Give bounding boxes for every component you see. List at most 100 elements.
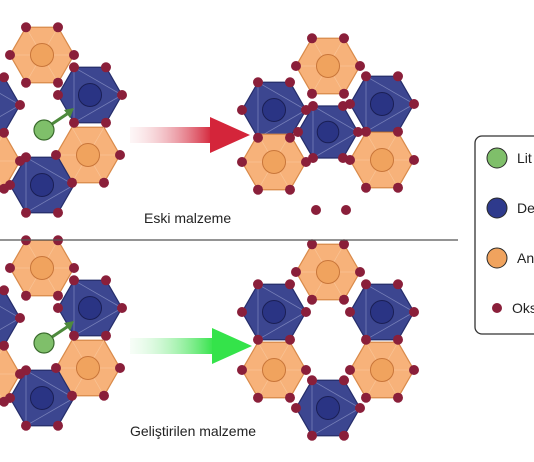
oxygen-atom [115, 363, 125, 373]
oxygen-atom [69, 62, 79, 73]
facet-line [0, 181, 5, 189]
oxygen-atom [99, 390, 109, 401]
oxygen-atom [291, 403, 301, 413]
oxygen-atom [338, 152, 348, 163]
lithium-direction-icon [64, 321, 74, 331]
facet-line [311, 407, 361, 437]
oxygen-atom [285, 184, 295, 195]
oxygen-atom [53, 290, 63, 301]
oxygen-atom [291, 267, 301, 277]
facet-line [365, 283, 415, 313]
defect-atom [369, 299, 395, 325]
oxygen-atom [409, 307, 419, 317]
oxygen-atom [291, 61, 301, 71]
oxygen-atom [307, 430, 317, 441]
oxygen-atom [355, 267, 365, 277]
old-material-before-lattice [0, 22, 127, 218]
legend-label-defect: De [517, 200, 534, 216]
oxygen-atom [339, 294, 349, 305]
oxygen-atom [15, 313, 25, 323]
oxygen-atom [101, 62, 111, 73]
oxygen-atom [307, 239, 317, 250]
oxygen-atom [69, 330, 79, 341]
oxygen-atom [0, 72, 9, 83]
oxygen-atom [15, 369, 25, 379]
oxygen-dot-icon [492, 303, 502, 313]
facet-line [0, 305, 21, 319]
oxygen-atom [285, 132, 295, 143]
oxygen-atom [0, 127, 9, 138]
oxygen-atom [393, 126, 403, 137]
facet-line [257, 81, 307, 111]
facet-line [25, 156, 75, 186]
oxygen-atom [355, 403, 365, 413]
oxygen-atom [253, 334, 263, 345]
oxygen-atom [361, 279, 371, 290]
anion-atom [75, 355, 101, 381]
oxygen-atom [21, 22, 31, 33]
oxygen-atom [69, 275, 79, 286]
improved-material-before-lattice [0, 235, 127, 431]
oxygen-atom [253, 77, 263, 88]
oxygen-atom [0, 396, 9, 407]
facet-line [25, 369, 75, 399]
facet-line [312, 131, 359, 159]
legend-box: Lit De An Oks [474, 135, 534, 335]
oxygen-atom [101, 275, 111, 286]
defect-atom [369, 91, 395, 117]
facet-line [0, 317, 21, 331]
oxygen-atom [237, 365, 247, 375]
oxygen-atom [361, 126, 371, 137]
oxygen-atom [51, 150, 61, 160]
anion-atom [29, 42, 55, 68]
oxygen-atom [353, 127, 363, 137]
oxygen-atom [21, 290, 31, 301]
defect-atom [77, 82, 103, 108]
legend-label-lithium: Lit [517, 150, 532, 166]
oxygen-atom [339, 33, 349, 44]
oxygen-atom [307, 294, 317, 305]
oxygen-atom [53, 420, 63, 431]
oxygen-atom [308, 101, 318, 112]
facet-line [257, 283, 307, 313]
oxygen-atom [409, 155, 419, 165]
oxygen-atom [285, 279, 295, 290]
facet-line [73, 307, 123, 337]
facet-line [25, 184, 75, 214]
oxygen-atom [15, 100, 25, 110]
oxygen-atom [393, 392, 403, 403]
oxygen-atom [5, 263, 15, 273]
oxygen-atom [101, 117, 111, 128]
anion-atom [369, 147, 395, 173]
legend-label-oxygen: Oks [512, 300, 534, 316]
oxygen-atom [339, 88, 349, 99]
oxygen-atom [393, 334, 403, 345]
oxygen-atom [345, 365, 355, 375]
oxygen-atom [285, 77, 295, 88]
facet-line [25, 397, 75, 427]
lithium-atom [33, 119, 55, 141]
lithium-direction-icon [64, 108, 74, 118]
oxygen-atom [311, 205, 321, 215]
oxygen-atom [67, 390, 77, 401]
improved-material-caption: Geliştirilen malzeme [130, 423, 256, 439]
facet-line [311, 379, 361, 409]
anion-atom [315, 259, 341, 285]
oxygen-atom [361, 334, 371, 345]
facet-line [0, 346, 5, 354]
defect-atom [261, 299, 287, 325]
oxygen-atom [67, 177, 77, 188]
oxygen-atom [393, 279, 403, 290]
stable-arrow [130, 328, 252, 364]
oxygen-atom [339, 430, 349, 441]
anion-atom [315, 53, 341, 79]
anion-atom [369, 357, 395, 383]
oxygen-atom [409, 365, 419, 375]
oxygen-atom [345, 307, 355, 317]
oxygen-atom [293, 127, 303, 137]
oxygen-atom [237, 105, 247, 115]
anion-atom [75, 142, 101, 168]
oxygen-atom [21, 420, 31, 431]
oxygen-atom [21, 77, 31, 88]
